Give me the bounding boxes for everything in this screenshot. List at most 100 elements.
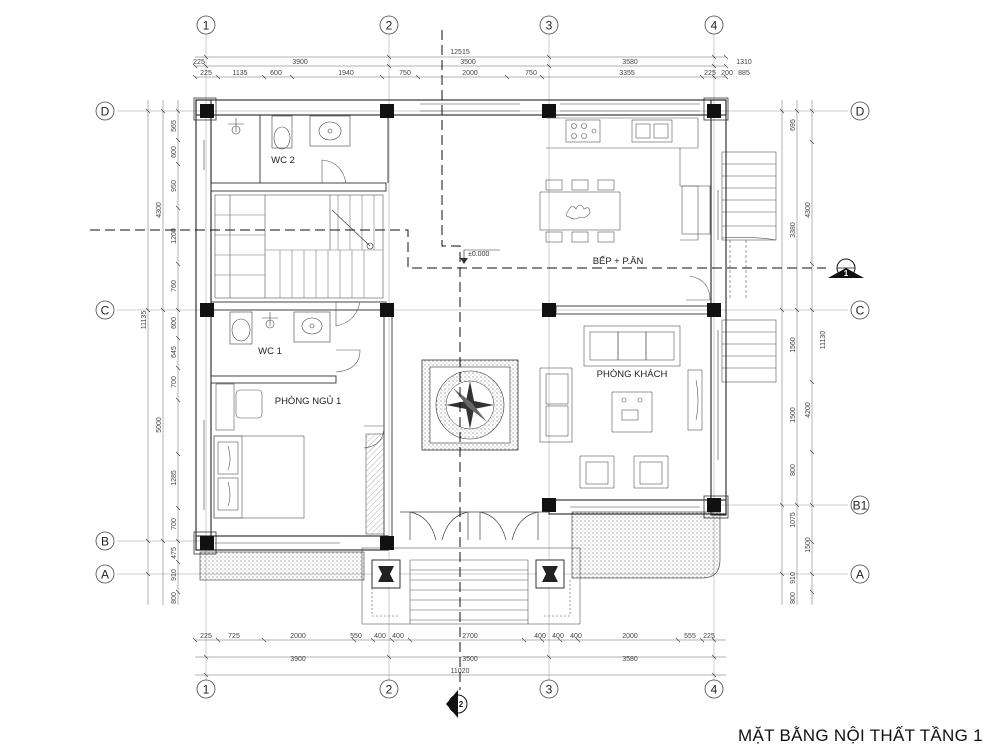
dims-left-text: 11135 4300 5000 565 600 950 1200 760 600… [141,120,178,604]
dimension-lines [147,56,813,676]
front-steps [361,547,581,625]
dim-right-r2-7: 910 [790,572,797,584]
grid-col-2-bottom: 2 [386,683,393,697]
dim-top-r1-3: 1310 [736,59,752,66]
grid-row-a-left: A [101,568,109,582]
windows [203,103,719,544]
grid-bubbles-bottom: 1 2 3 4 [196,679,724,699]
dim-right-r1-0: 4300 [805,202,812,218]
dim-bot-r2-2: 3580 [622,656,638,663]
dims-top-text: 12515 3900 3500 3580 1310 225 225 1135 6… [193,49,752,77]
dim-bot-total: 11020 [451,668,470,675]
kitchen-fixtures [539,117,711,243]
staircase [214,194,384,299]
dim-top-r2-1: 1135 [232,70,247,77]
dim-bot-r1-6: 2700 [462,633,478,640]
level-marker: ±0.000 [460,249,500,264]
dim-left-r2-3: 1200 [171,228,178,244]
dim-top-r2-10: 200 [721,70,733,77]
dim-left-r2-7: 700 [171,376,178,388]
dim-bot-r1-3: 550 [350,633,362,640]
dim-top-r2-0: 225 [200,70,212,77]
dims-right-text: 4300 4200 11130 695 3380 1560 1500 800 1… [790,119,827,604]
right-exterior-stairs-top [721,151,777,241]
dim-bot-r1-5: 400 [392,633,404,640]
living-furniture [539,325,703,489]
dims-bottom-text: 225 725 2000 550 400 400 2700 400 400 40… [200,633,715,675]
dim-left-r2-0: 565 [171,120,178,132]
dim-top-r1-1: 3500 [460,59,476,66]
entry-floor-rosette [421,359,519,451]
dim-bot-r1-1: 725 [228,633,240,640]
grid-col-1-top: 1 [203,19,210,33]
room-label-wc2: WC 2 [271,155,295,166]
front-terrace-left [199,551,365,581]
dim-left-total: 11135 [141,311,148,330]
room-label-living: PHÒNG KHÁCH [597,369,668,380]
section-line-2 [441,30,461,690]
dim-bot-r1-0: 225 [200,633,212,640]
dim-right-r2-0: 695 [790,119,797,131]
dim-bot-r2-1: 3500 [462,656,478,663]
floor-plan: 1 2 3 4 1 2 3 4 D C B A D C B1 A [90,15,870,718]
grid-col-4-top: 4 [711,19,718,33]
dim-right-r2-2: 1560 [790,337,797,353]
main-entrance-doors [400,511,548,541]
section-mark-2-label: 2 [459,700,464,709]
dim-top-r2-8: 225 [704,70,716,77]
dim-right-r2-8: 800 [790,592,797,604]
dim-left-r1-0: 4300 [156,202,163,218]
wc2-fixtures [228,115,351,150]
dim-bot-r1-12: 225 [703,633,715,640]
porch-column-right [535,559,565,589]
grid-lines [117,34,848,680]
dim-bot-r1-11: 555 [684,633,696,640]
drawing-title: MẶT BẰNG NỘI THẤT TẦNG 1 [738,726,983,745]
grid-row-c-right: C [856,304,865,318]
dim-top-r2-6: 750 [525,70,537,77]
grid-col-3-bottom: 3 [546,683,553,697]
dim-bot-r1-7: 400 [534,633,546,640]
dim-top-r1-small: 225 [193,59,205,66]
grid-row-c-left: C [101,304,110,318]
dim-right-r2-5: 1075 [790,512,797,528]
grid-bubbles-right: D C B1 A [850,101,870,584]
dim-top-r2-2: 600 [270,70,282,77]
dim-right-r2-1: 3380 [790,222,797,238]
grid-col-1-bottom: 1 [203,683,210,697]
bedroom-furniture [213,383,385,535]
section-line-1 [90,229,826,269]
dim-top-r2-5: 2000 [462,70,478,77]
grid-col-2-top: 2 [386,19,393,33]
dim-right-r2-6: 1500 [805,537,812,553]
grid-row-a-right: A [856,568,864,582]
dim-bot-r1-8: 400 [552,633,564,640]
dim-left-r2-5: 600 [171,317,178,329]
dim-top-r1-2: 3580 [622,59,638,66]
dim-top-r2-7: 3355 [619,70,635,77]
dim-top-r2-9: 885 [738,70,750,77]
section-mark-1-label: 1 [844,269,849,278]
dim-bot-r1-2: 2000 [290,633,306,640]
structural-columns [200,104,721,550]
room-label-bedroom: PHÒNG NGỦ 1 [275,395,342,407]
grid-row-d-right: D [856,105,865,119]
dim-bot-r1-4: 400 [374,633,386,640]
grid-row-b1-right: B1 [853,499,868,513]
grid-col-4-bottom: 4 [711,683,718,697]
porch-column-left [371,559,401,589]
dim-right-total: 11130 [820,331,827,350]
room-label-kitchen: BẾP + P.ĂN [593,256,644,267]
dim-right-r2-3: 1500 [790,407,797,423]
dim-right-r2-4: 800 [790,464,797,476]
dim-left-r2-11: 910 [171,569,178,581]
grid-bubbles-top: 1 2 3 4 [196,15,724,35]
dim-top-total: 12515 [450,49,470,56]
dim-top-r2-3: 1940 [338,70,354,77]
dim-left-r2-2: 950 [171,180,178,192]
dim-bot-r1-9: 400 [570,633,582,640]
dim-bot-r1-10: 2000 [622,633,638,640]
dim-left-r2-10: 475 [171,547,178,559]
dim-left-r1-1: 5000 [156,417,163,433]
grid-col-3-top: 3 [546,19,553,33]
